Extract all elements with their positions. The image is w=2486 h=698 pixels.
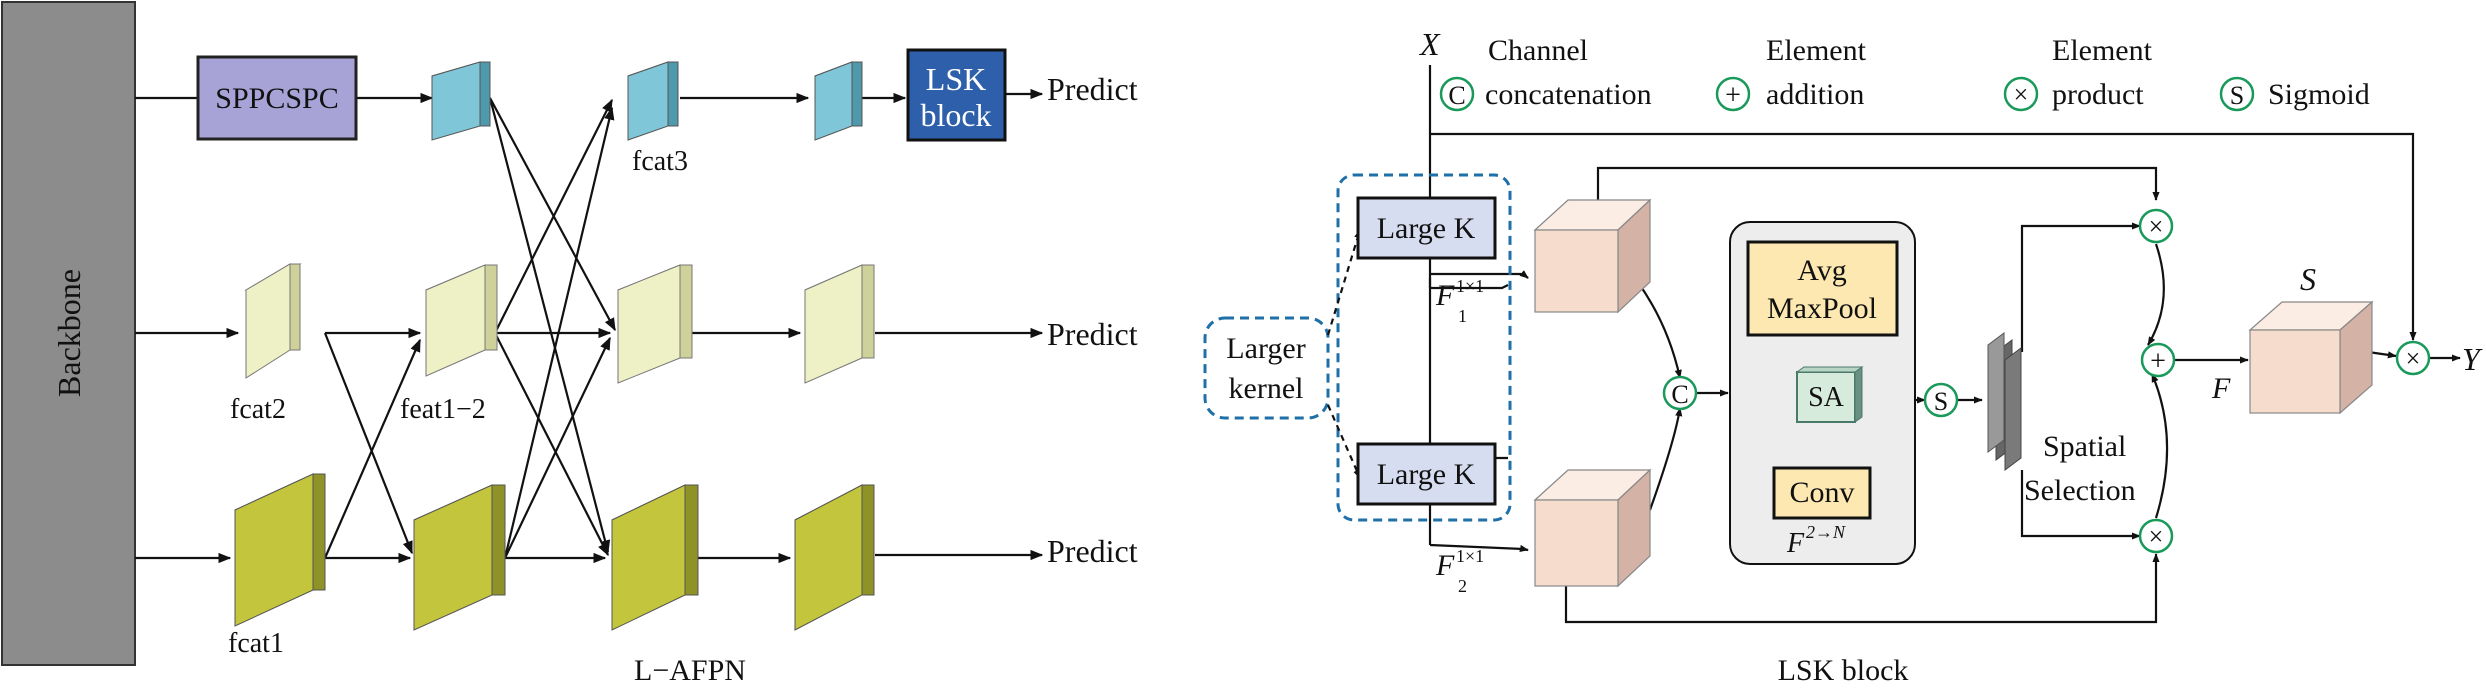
output-cube-s [2248,300,2374,415]
f1-sub: 1 [1458,306,1467,326]
feature-map-bottom-4 [794,484,875,631]
feat1-2-label: feat1−2 [400,394,486,425]
y-output-label: Y [2462,341,2483,377]
sigmoid-node-label: S [1934,387,1948,416]
f2-label: F 1×1 2 [1435,546,1484,596]
backbone-label: Backbone [51,269,87,397]
feature-map-fcat1 [234,473,326,627]
larger-kernel-links [1326,229,1362,479]
maxpool-label: MaxPool [1767,292,1877,325]
feature-map-bottom-3 [611,484,699,631]
f2-sub: 2 [1458,576,1467,596]
fcat1-label: fcat1 [228,628,284,659]
spatial-maps [1987,332,2022,471]
predict-top: Predict [1047,71,1138,107]
concat-node-label: C [1671,380,1688,409]
lsk-block-line1: LSK [926,61,986,97]
avg-label: Avg [1797,254,1846,287]
lsk-caption: LSK block [1778,654,1909,687]
feature-map-bottom-2 [413,484,506,631]
legend-add-line2: addition [1766,78,1864,111]
feature-map-mid-3 [617,264,693,384]
f-2n-sup: 2→N [1806,522,1846,542]
large-k-top-label: Large K [1377,212,1476,245]
feature-map-mid-4 [804,264,875,384]
conv-box [1772,466,1872,520]
f2-main: F [1435,549,1455,582]
multiply-node-top-label: × [2149,212,2164,241]
concat-node [1662,375,1698,411]
legend-product-symbol: × [2014,80,2029,109]
lsk-panel: C Channel concatenation + Element additi… [1203,26,2483,687]
feature-map-top-3 [814,61,863,141]
fcat3-label: fcat3 [632,146,688,177]
multiply-node-bottom-label: × [2149,522,2164,551]
legend-concat-line2: concatenation [1485,78,1652,111]
legend-add-symbol: + [1725,80,1741,111]
larger-kernel-line2: kernel [1229,372,1304,405]
feature-map-fcat3 [627,61,679,141]
l-afpn-caption: L−AFPN [634,654,746,687]
f-label: F [2211,372,2231,405]
legend-sigmoid-icon [2219,76,2255,112]
sppcspc-block [196,55,358,141]
backbone-block [1,1,136,666]
x-input-label: X [1418,26,1441,62]
f-2n-main: F [1786,528,1805,559]
larger-kernel-line1: Larger [1226,332,1305,365]
sa-label: SA [1808,382,1845,413]
l-afpn-edges [135,88,1044,564]
f1-main: F [1435,279,1455,312]
predict-bottom: Predict [1047,533,1138,569]
large-kernel-group [1336,173,1512,522]
large-k-bottom [1356,442,1497,506]
feature-cube-top [1533,198,1652,314]
multiply-node-final-label: × [2406,344,2421,373]
legend-sigmoid-label: Sigmoid [2268,78,2370,111]
multiply-node-final [2395,340,2431,376]
sppcspc-label: SPPCSPC [215,82,338,115]
selection-label: Selection [2024,474,2136,507]
spatial-label: Spatial [2043,430,2126,463]
legend-add-icon [1715,76,1751,112]
large-k-bottom-label: Large K [1377,458,1476,491]
legend-product-line1: Element [2052,34,2153,67]
s-label: S [2300,261,2316,297]
feature-map-top-1 [431,61,491,141]
large-k-top [1356,196,1497,260]
legend-product-icon [2003,76,2039,112]
feature-map-feat1-2 [425,264,498,377]
legend-add-line1: Element [1766,34,1867,67]
larger-kernel-note [1203,316,1330,420]
legend-sigmoid-symbol: S [2230,81,2244,110]
legend-product-line2: product [2052,78,2144,111]
f1-label: F 1×1 1 [1435,276,1484,326]
legend: C Channel concatenation + Element additi… [1439,34,2370,112]
conv-label: Conv [1789,476,1854,509]
lsk-block-box [906,48,1007,142]
feature-map-fcat2 [244,263,302,379]
legend-concat-line1: Channel [1488,34,1588,67]
lsk-block-line2: block [920,97,991,133]
feature-cube-bottom [1533,468,1652,588]
f-2n-label: F 2→N [1786,522,1846,559]
add-node [2140,342,2176,378]
sigmoid-node [1923,382,1959,418]
avg-maxpool-box [1746,240,1899,337]
sa-box [1795,366,1864,423]
f2-sup: 1×1 [1456,546,1484,566]
fcat2-label: fcat2 [230,394,286,425]
multiply-node-top [2138,208,2174,244]
multiply-node-bottom [2138,518,2174,554]
predict-mid: Predict [1047,316,1138,352]
legend-concat-icon [1439,76,1475,112]
add-node-label: + [2150,346,2166,377]
legend-concat-symbol: C [1448,81,1465,110]
f1-sup: 1×1 [1456,276,1484,296]
l-afpn-panel: Backbone [1,1,1138,687]
